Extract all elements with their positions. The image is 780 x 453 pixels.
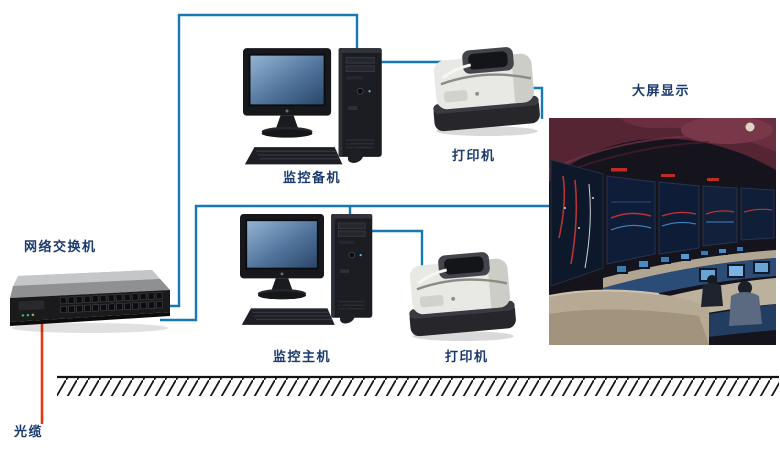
- tower-icon: [331, 214, 373, 318]
- network-switch-icon: [10, 270, 170, 333]
- switch-top-face: [10, 270, 170, 298]
- monitor-icon: [240, 214, 325, 300]
- label-big-screen: 大屏显示: [632, 83, 691, 98]
- label-backup-computer: 监控备机: [283, 170, 342, 185]
- monitor-icon: [243, 48, 332, 138]
- main-computer: [240, 214, 383, 332]
- ground-hatch: [57, 375, 779, 396]
- label-printer-bottom: 打印机: [445, 349, 489, 364]
- big-screen-display: [548, 116, 776, 345]
- control-room-photo: [548, 116, 776, 345]
- label-network-switch: 网络交换机: [24, 239, 97, 254]
- tower-icon: [338, 48, 382, 157]
- computer-icon: [243, 48, 382, 165]
- console-monitors: [615, 245, 745, 274]
- computer-icon: [240, 214, 373, 325]
- label-fiber-cable: 光缆: [14, 424, 44, 439]
- backup-computer: [243, 48, 393, 172]
- printer-top: [428, 45, 546, 138]
- operator-silhouettes: [701, 275, 762, 326]
- printer-icon: [433, 47, 540, 137]
- label-printer-top: 打印机: [452, 148, 496, 163]
- keyboard-icon: [244, 147, 343, 165]
- network-switch: [4, 266, 174, 336]
- label-main-computer: 监控主机: [273, 349, 332, 364]
- keyboard-icon: [241, 308, 335, 325]
- printer-icon: [409, 252, 516, 342]
- printer-bottom: [404, 250, 522, 343]
